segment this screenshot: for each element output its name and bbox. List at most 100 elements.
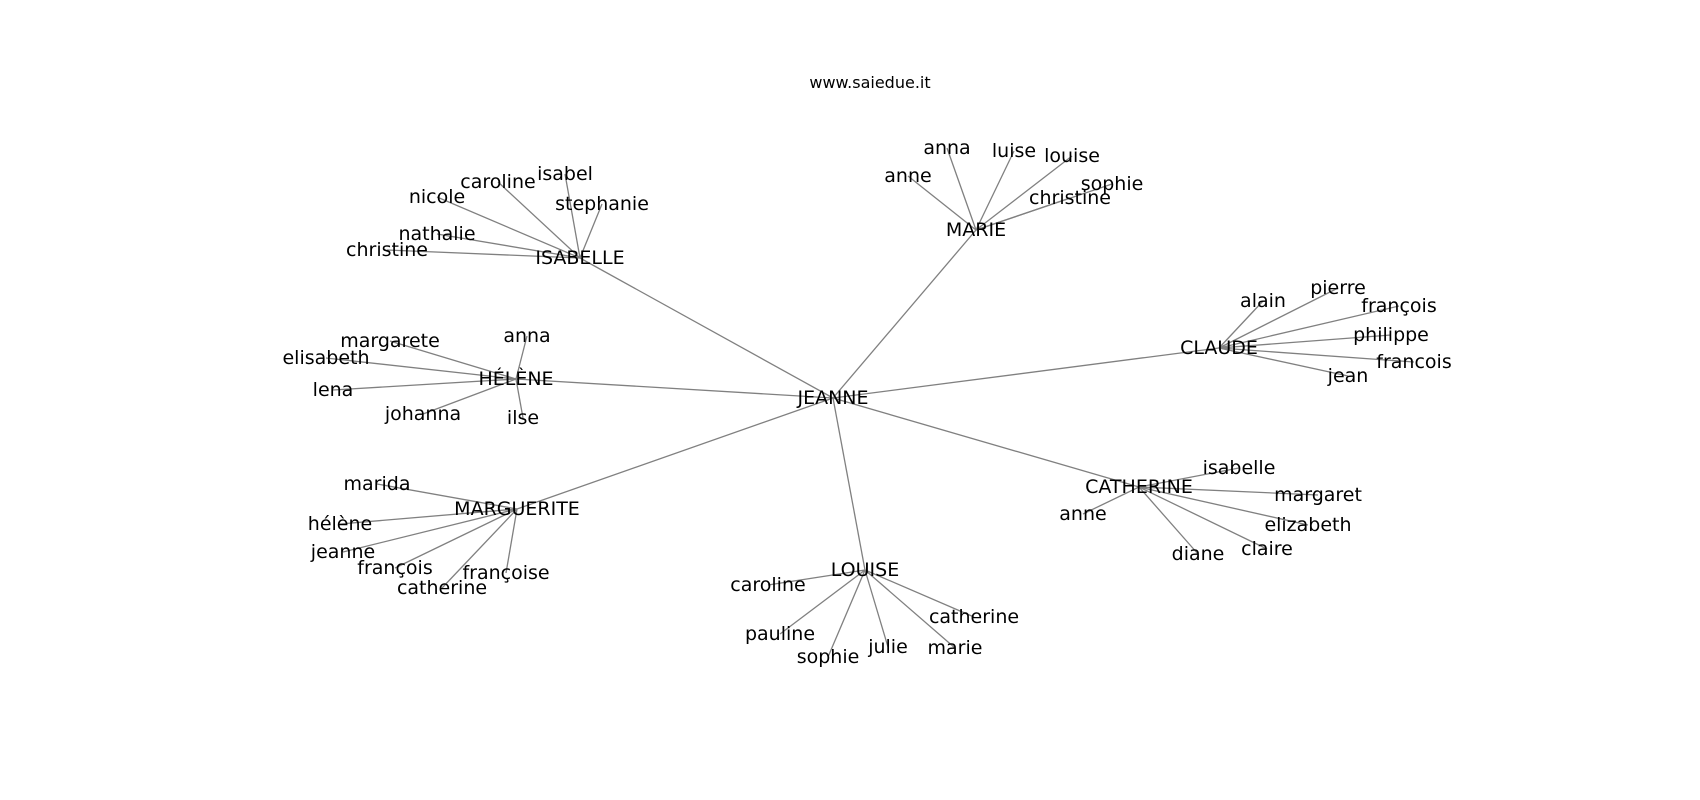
node-label-marie-leaf-3: louise	[1044, 145, 1100, 167]
node-label-hub-claude: CLAUDE	[1180, 337, 1258, 359]
node-label-claude-leaf-1: pierre	[1310, 277, 1366, 299]
edge-marie-leaf-2	[975, 150, 1015, 231]
edge-claude-leaf-2	[1218, 305, 1400, 349]
edge-catherine-leaf-3	[1138, 486, 1268, 550]
node-label-helene-leaf-1: margarete	[340, 330, 440, 352]
node-label-marguerite-leaf-2: jeanne	[310, 541, 375, 563]
node-label-isabelle-leaf-3: caroline	[460, 171, 535, 193]
node-label-isabelle-leaf-4: isabel	[537, 163, 593, 185]
edge-claude-leaf-4	[1218, 347, 1415, 363]
node-label-isabelle-leaf-2: nicole	[409, 186, 465, 208]
edge-isabelle-leaf-2	[436, 196, 581, 259]
edge-claude-leaf-1	[1218, 287, 1339, 349]
edge-isabelle-leaf-4	[564, 173, 581, 259]
node-label-hub-helene: HÉLÈNE	[478, 367, 553, 390]
edge-helene-leaf-0	[515, 335, 528, 380]
node-label-helene-leaf-0: anna	[503, 325, 550, 347]
node-label-helene-leaf-5: ilse	[507, 407, 539, 429]
edge-helene-leaf-4	[422, 378, 517, 415]
node-label-marie-leaf-4: christine	[1029, 187, 1111, 209]
node-label-hub-marguerite: MARGUERITE	[454, 498, 580, 520]
edge-louise-leaf-3	[864, 569, 889, 648]
edge-jeanne-isabelle	[579, 257, 834, 399]
edge-claude-leaf-0	[1218, 300, 1264, 349]
node-label-louise-leaf-3: julie	[867, 636, 908, 658]
edge-louise-leaf-1	[779, 569, 866, 635]
node-label-claude-leaf-5: jean	[1327, 365, 1369, 387]
node-label-helene-leaf-4: johanna	[384, 403, 461, 425]
edge-helene-leaf-3	[332, 378, 517, 391]
edge-marie-leaf-3	[975, 155, 1073, 231]
node-label-catherine-leaf-5: anne	[1059, 503, 1106, 525]
edge-marguerite-leaf-2	[342, 508, 518, 553]
node-label-catherine-leaf-1: margaret	[1274, 484, 1362, 506]
edge-jeanne-claude	[832, 347, 1220, 399]
edge-jeanne-louise	[832, 397, 866, 571]
edge-catherine-leaf-4	[1138, 486, 1199, 555]
node-label-louise-leaf-0: caroline	[730, 574, 805, 596]
node-label-louise-leaf-1: pauline	[745, 623, 815, 645]
node-label-catherine-leaf-3: claire	[1241, 538, 1293, 560]
node-label-marguerite-leaf-4: catherine	[397, 577, 487, 599]
node-label-marguerite-leaf-3: françois	[357, 557, 432, 579]
edge-louise-leaf-2	[827, 569, 866, 658]
node-label-claude-leaf-3: philippe	[1353, 324, 1429, 346]
node-label-isabelle-leaf-5: stephanie	[555, 193, 649, 215]
source-caption: www.saiedue.it	[809, 73, 930, 92]
node-label-louise-leaf-2: sophie	[797, 646, 860, 668]
node-label-helene-leaf-2: elisabeth	[282, 347, 369, 369]
edge-marguerite-leaf-1	[339, 508, 518, 525]
node-label-catherine-leaf-0: isabelle	[1203, 457, 1276, 479]
node-label-helene-leaf-3: lena	[313, 379, 354, 401]
node-label-louise-leaf-5: catherine	[929, 606, 1019, 628]
node-label-marie-leaf-1: anna	[923, 137, 970, 159]
node-label-hub-marie: MARIE	[946, 219, 1006, 241]
node-label-isabelle-leaf-0: christine	[346, 239, 428, 261]
edge-louise-leaf-0	[767, 569, 866, 586]
edge-marguerite-leaf-0	[376, 483, 518, 510]
node-label-marguerite-leaf-1: hélène	[308, 513, 372, 535]
node-label-claude-leaf-2: françois	[1361, 295, 1436, 317]
node-label-marie-leaf-2: luise	[992, 140, 1036, 162]
edge-marie-leaf-0	[907, 175, 977, 231]
node-label-hub-isabelle: ISABELLE	[535, 247, 624, 269]
edge-isabelle-leaf-0	[386, 249, 581, 259]
node-label-hub-louise: LOUISE	[831, 559, 899, 581]
edge-helene-leaf-5	[515, 378, 524, 419]
edge-helene-leaf-2	[325, 357, 517, 380]
node-label-marie-leaf-0: anne	[884, 165, 931, 187]
node-label-center-jeanne: JEANNE	[796, 387, 868, 409]
node-label-claude-leaf-0: alain	[1240, 290, 1286, 312]
node-label-isabelle-leaf-1: nathalie	[398, 223, 475, 245]
edge-marguerite-leaf-5	[505, 508, 518, 574]
edge-isabelle-leaf-5	[579, 203, 603, 259]
edge-jeanne-catherine	[832, 397, 1140, 488]
edge-isabelle-leaf-1	[436, 233, 581, 259]
edge-catherine-leaf-1	[1138, 486, 1319, 496]
edge-claude-leaf-5	[1218, 347, 1349, 377]
node-label-marguerite-leaf-5: françoise	[462, 562, 549, 584]
edge-louise-leaf-4	[864, 569, 956, 649]
edges-layer	[325, 147, 1415, 658]
node-label-hub-catherine: CATHERINE	[1085, 476, 1193, 498]
edge-louise-leaf-5	[864, 569, 975, 618]
node-label-marie-leaf-5: sophie	[1081, 173, 1144, 195]
edge-catherine-leaf-0	[1138, 467, 1240, 488]
edge-claude-leaf-3	[1218, 334, 1392, 349]
node-label-catherine-leaf-2: elizabeth	[1264, 514, 1351, 536]
edge-catherine-leaf-2	[1138, 486, 1309, 526]
edge-isabelle-leaf-3	[497, 181, 581, 259]
edge-marie-leaf-1	[946, 147, 977, 231]
edge-jeanne-marguerite	[516, 397, 834, 510]
edge-marguerite-leaf-3	[394, 508, 518, 569]
node-label-louise-leaf-4: marie	[928, 637, 983, 659]
edge-marie-leaf-5	[975, 183, 1113, 231]
node-label-claude-leaf-4: francois	[1376, 351, 1451, 373]
edge-marguerite-leaf-4	[441, 508, 518, 589]
edge-jeanne-helene	[515, 378, 834, 399]
edge-catherine-leaf-5	[1082, 486, 1140, 515]
edge-jeanne-marie	[832, 229, 977, 399]
edge-helene-leaf-1	[389, 340, 517, 380]
